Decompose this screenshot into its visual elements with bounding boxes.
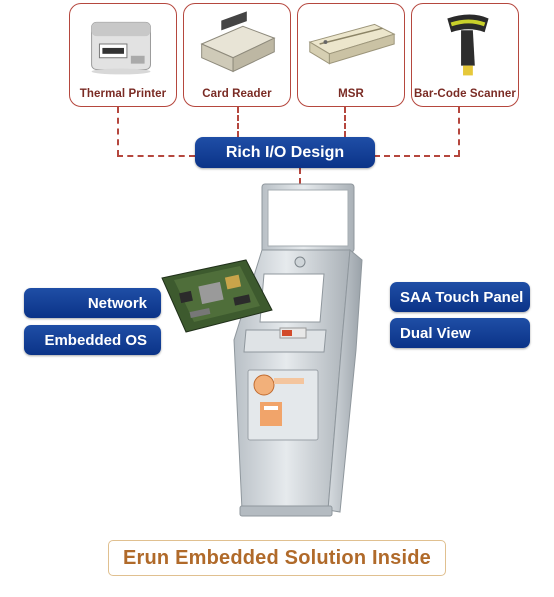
barcode-scanner-icon: [447, 14, 489, 76]
feature-saa-touch-panel: SAA Touch Panel: [390, 282, 530, 312]
thermal-printer-icon: [91, 21, 151, 75]
connector-line: [458, 107, 460, 156]
kiosk-illustration: [233, 183, 363, 517]
peripheral-label: MSR: [338, 88, 364, 100]
connector-line: [117, 107, 119, 156]
erun-solution-label: Erun Embedded Solution Inside: [108, 540, 446, 576]
embedded-board-icon: [161, 259, 273, 333]
feature-dual-view: Dual View: [390, 318, 530, 348]
peripheral-label: Thermal Printer: [79, 88, 167, 100]
barcode-scanner-card: Bar-Code Scanner: [411, 3, 519, 107]
msr-card: MSR: [297, 3, 405, 107]
connector-line: [374, 155, 460, 157]
peripheral-label: Card Reader: [202, 88, 272, 100]
card-reader-icon: [200, 11, 276, 73]
peripheral-label: Bar-Code Scanner: [414, 88, 516, 100]
connector-line: [299, 168, 301, 184]
connector-line: [237, 107, 239, 137]
connector-line: [117, 155, 195, 157]
card-reader-card: Card Reader: [183, 3, 291, 107]
msr-icon: [308, 23, 396, 65]
feature-network: Network: [24, 288, 161, 318]
connector-line: [344, 107, 346, 137]
thermal-printer-card: Thermal Printer: [69, 3, 177, 107]
rich-io-design-label: Rich I/O Design: [195, 137, 375, 168]
feature-embedded-os: Embedded OS: [24, 325, 161, 355]
